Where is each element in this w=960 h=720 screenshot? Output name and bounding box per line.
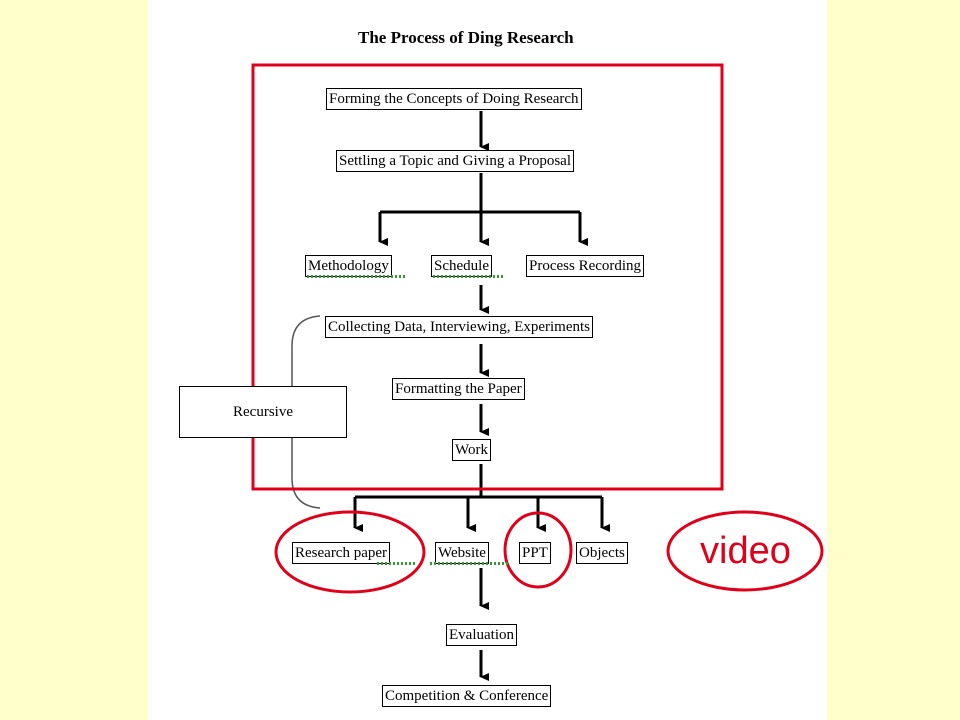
highlight-circle-ppt bbox=[503, 511, 573, 589]
highlight-frame bbox=[251, 63, 724, 491]
output-research-paper: Research paper bbox=[292, 542, 391, 564]
spellcheck-underline-website bbox=[430, 562, 508, 565]
output-ppt: PPT bbox=[519, 542, 551, 564]
spellcheck-underline-methodology bbox=[307, 275, 407, 278]
spellcheck-underline-research-paper bbox=[377, 562, 417, 565]
step-process-recording: Process Recording bbox=[526, 255, 645, 277]
output-website: Website bbox=[435, 542, 489, 564]
step-forming-concepts: Forming the Concepts of Doing Research bbox=[326, 88, 582, 110]
step-collecting-data: Collecting Data, Interviewing, Experimen… bbox=[325, 316, 594, 338]
step-competition-conference: Competition & Conference bbox=[382, 685, 552, 707]
step-settling-topic: Settling a Topic and Giving a Proposal bbox=[336, 150, 574, 172]
diagram-title: The Process of Ding Research bbox=[358, 28, 574, 47]
highlight-circle-video bbox=[666, 510, 824, 592]
step-methodology: Methodology bbox=[305, 255, 392, 277]
highlight-circle-research-paper bbox=[274, 510, 426, 594]
step-formatting-paper: Formatting the Paper bbox=[392, 378, 525, 400]
spellcheck-underline-schedule bbox=[433, 275, 503, 278]
step-evaluation: Evaluation bbox=[446, 624, 517, 646]
document-page bbox=[148, 0, 827, 720]
step-work: Work bbox=[452, 439, 491, 461]
output-objects: Objects bbox=[576, 542, 628, 564]
video-callout: video bbox=[700, 530, 791, 572]
step-schedule: Schedule bbox=[431, 255, 492, 277]
recursive-box: Recursive bbox=[179, 386, 347, 438]
